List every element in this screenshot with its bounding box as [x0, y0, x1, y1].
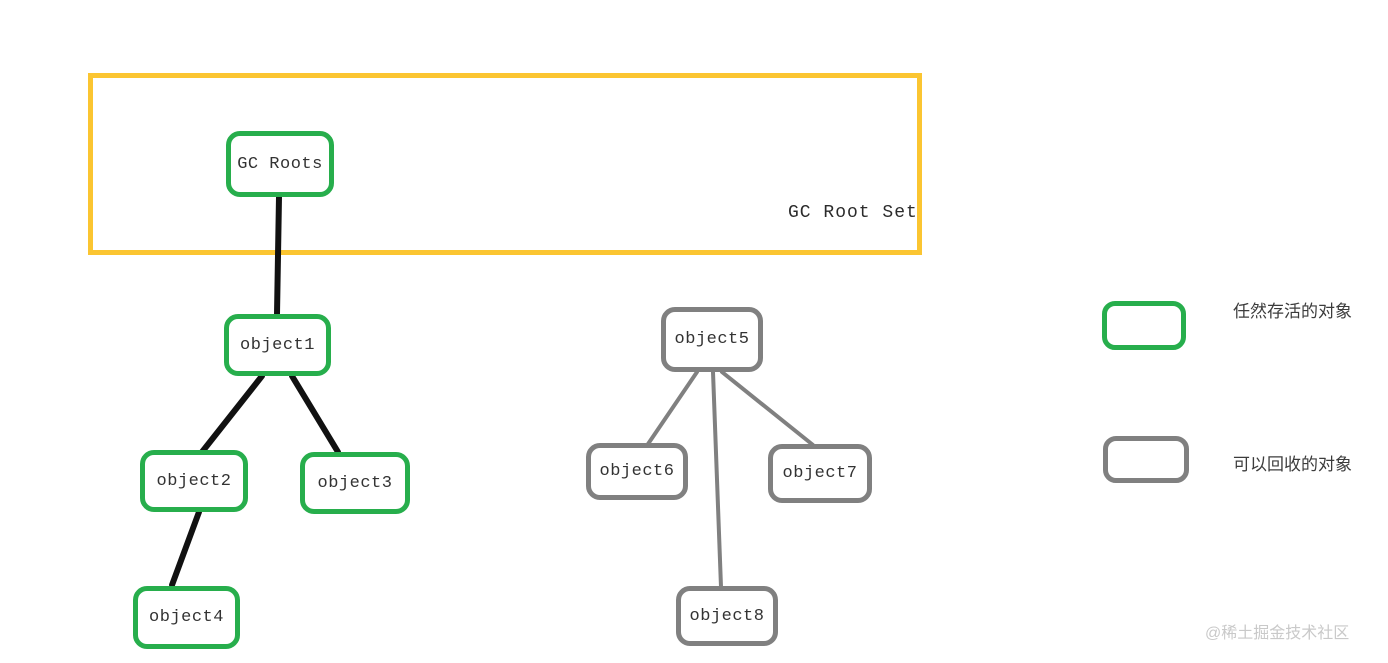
- node-object6[interactable]: object6: [586, 443, 688, 500]
- node-label-object7: object7: [782, 464, 858, 483]
- edge-object5-to-object6: [646, 370, 699, 446]
- gc-root-set-label: GC Root Set: [788, 203, 918, 223]
- node-object5[interactable]: object5: [661, 307, 763, 372]
- node-object7[interactable]: object7: [768, 444, 872, 503]
- legend-alive-text: 任然存活的对象: [1233, 302, 1352, 321]
- node-label-object5: object5: [674, 330, 750, 349]
- edge-object1-to-object3: [289, 373, 341, 455]
- edge-object5-to-object7: [720, 370, 815, 447]
- node-gc-roots[interactable]: GC Roots: [226, 131, 334, 197]
- edge-object5-to-object8: [711, 370, 723, 589]
- node-label-object8: object8: [689, 606, 765, 626]
- node-object8[interactable]: object8: [676, 586, 778, 646]
- legend-alive-swatch: [1102, 301, 1186, 350]
- node-object2[interactable]: object2: [140, 450, 248, 512]
- edge-object1-to-object2: [199, 373, 265, 455]
- legend-garbage-text: 可以回收的对象: [1233, 455, 1352, 474]
- node-label-gc-roots: GC Roots: [237, 154, 323, 174]
- node-label-object6: object6: [599, 462, 675, 481]
- node-object4[interactable]: object4: [133, 586, 240, 649]
- node-label-object2: object2: [156, 471, 232, 491]
- node-object3[interactable]: object3: [300, 452, 410, 514]
- edge-object2-to-object4: [169, 509, 202, 588]
- watermark: @稀土掘金技术社区: [1205, 625, 1350, 642]
- node-label-object1: object1: [240, 335, 315, 355]
- node-label-object4: object4: [149, 608, 224, 627]
- legend-garbage-swatch: [1103, 436, 1189, 483]
- node-label-object3: object3: [317, 473, 393, 493]
- node-object1[interactable]: object1: [224, 314, 331, 376]
- gc-root-set-boundary: [88, 73, 922, 255]
